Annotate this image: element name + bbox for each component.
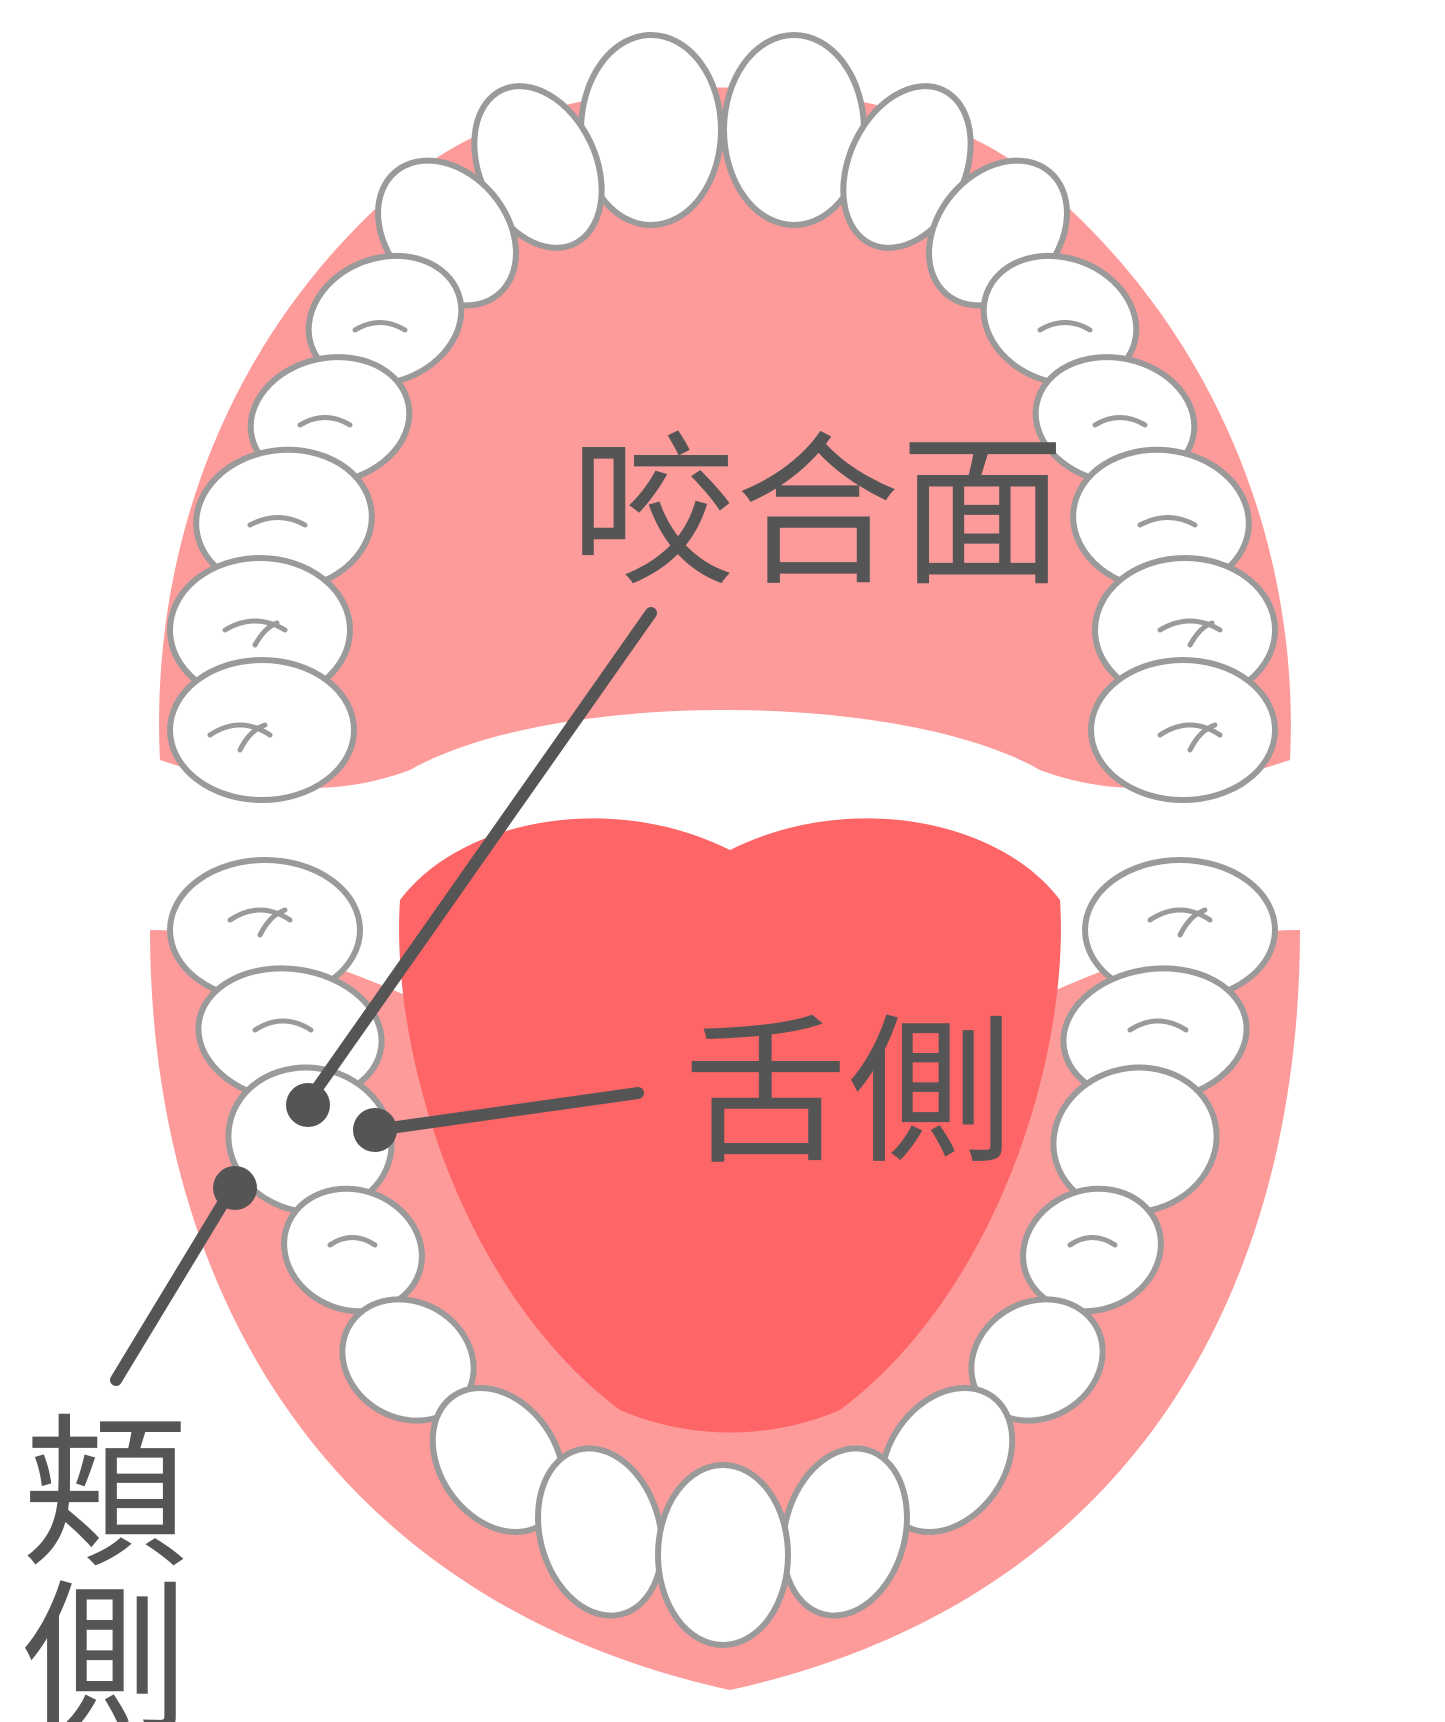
occlusal-marker-dot <box>286 1083 330 1127</box>
lingual-label: 舌側 <box>683 999 1013 1186</box>
buccal-leader-line <box>116 1200 225 1380</box>
lower-tooth <box>658 1465 788 1645</box>
buccal-marker-dot <box>213 1166 257 1210</box>
buccal-label-line2: 側 <box>22 1565 187 1722</box>
upper-tooth <box>1091 660 1275 800</box>
lingual-marker-dot <box>353 1108 397 1152</box>
buccal-label-line1: 頬 <box>22 1399 187 1591</box>
occlusal-label: 咬合面 <box>570 417 1065 609</box>
